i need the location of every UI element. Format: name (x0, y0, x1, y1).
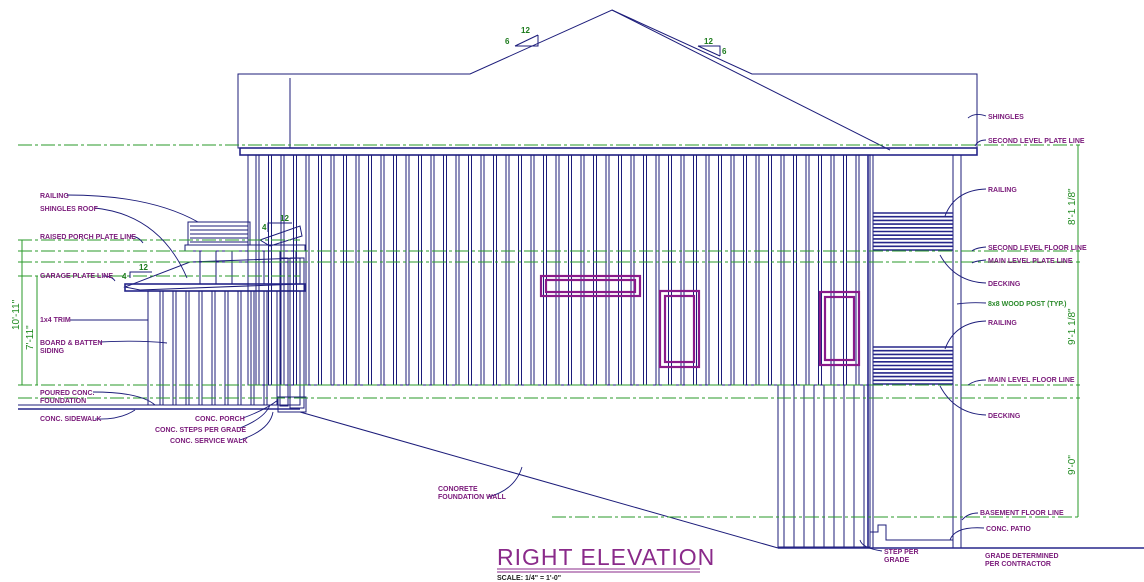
slope-markers: 6 12 12 6 4 12 4 12 (122, 26, 727, 281)
label-porch: CONC. PORCH (195, 416, 245, 423)
label-steps: CONC. STEPS PER GRADE (155, 427, 246, 434)
label-patio: CONC. PATIO (986, 526, 1031, 533)
label-siding: SIDING (40, 348, 65, 355)
drawing-title: RIGHT ELEVATION (497, 544, 715, 570)
dim-left-garage: 7'-11" (25, 325, 36, 350)
label-railing-upper: RAILING (988, 187, 1017, 194)
label-second-level-floor-line: SECOND LEVEL FLOOR LINE (988, 245, 1087, 252)
board-batten-siding (247, 154, 871, 548)
label-trim: 1x4 TRIM (40, 317, 71, 324)
label-main-level-plate-line: MAIN LEVEL PLATE LINE (988, 258, 1073, 265)
dim-right-basement: 9'-0" (1067, 455, 1078, 475)
label-poured-conc: POURED CONC. (40, 390, 95, 397)
label-garage-plate-line: GARAGE PLATE LINE (40, 273, 113, 280)
label-grade: GRADE (884, 557, 910, 564)
label-foundation-wall-1: CONORETE (438, 486, 478, 493)
svg-text:12: 12 (521, 26, 530, 35)
label-basement-floor-line: BASEMENT FLOOR LINE (980, 510, 1064, 517)
label-decking-lower: DECKING (988, 413, 1021, 420)
window-tall-2 (818, 290, 861, 367)
window-tall-1 (658, 289, 701, 369)
label-decking-upper: DECKING (988, 281, 1021, 288)
grade (18, 396, 1144, 549)
lower-railing (873, 346, 953, 385)
svg-text:4: 4 (122, 272, 127, 281)
upper-railing (873, 212, 953, 251)
label-foundation-wall-2: FOUNDATION WALL (438, 494, 507, 501)
label-service-walk: CONC. SERVICE WALK (170, 438, 248, 445)
label-board-batten: BOARD & BATTEN (40, 340, 102, 347)
label-second-level-plate-line: SECOND LEVEL PLATE LINE (988, 138, 1085, 145)
svg-text:12: 12 (280, 214, 289, 223)
window-horizontal (539, 274, 642, 298)
raised-porch (184, 221, 306, 284)
title-block: RIGHT ELEVATION SCALE: 1/4" = 1'-0" (497, 544, 715, 582)
deck (867, 155, 962, 548)
svg-text:6: 6 (722, 47, 727, 56)
main-roof (237, 9, 978, 156)
dim-right-upper: 8'-1 1/8" (1067, 188, 1078, 225)
leader-lines (66, 113, 987, 552)
label-railing-lower: RAILING (988, 320, 1017, 327)
label-raised-porch-plate-line: RAISED PORCH PLATE LINE (40, 234, 136, 241)
svg-text:4: 4 (262, 223, 267, 232)
dimension-lines: 10'-11" 7'-11" 8'-1 1/8" 9'-1 1/8" 9'-0" (11, 145, 1079, 517)
label-railing: RAILING (40, 193, 69, 200)
label-grade-determined: GRADE DETERMINED (985, 553, 1059, 560)
label-per-contractor: PER CONTRACTOR (985, 561, 1051, 568)
svg-text:12: 12 (139, 263, 148, 272)
left-annotations: RAILING SHINGLES ROOF RAISED PORCH PLATE… (40, 193, 507, 501)
svg-text:6: 6 (505, 37, 510, 46)
svg-text:12: 12 (704, 37, 713, 46)
dim-right-main: 9'-1 1/8" (1067, 308, 1078, 345)
right-annotations: SHINGLES SECOND LEVEL PLATE LINE RAILING… (884, 114, 1087, 568)
label-foundation: FOUNDATION (40, 398, 86, 405)
dim-left-overall: 10'-11" (11, 299, 22, 330)
label-shingles-roof: SHINGLES ROOF (40, 206, 99, 213)
label-wood-post: 8x8 WOOD POST (TYP.) (988, 301, 1066, 308)
windows (539, 274, 861, 369)
label-main-level-floor-line: MAIN LEVEL FLOOR LINE (988, 377, 1075, 384)
drawing-scale: SCALE: 1/4" = 1'-0" (497, 575, 561, 582)
label-step-per: STEP PER (884, 549, 919, 556)
label-sidewalk: CONC. SIDEWALK (40, 416, 101, 423)
level-lines (18, 144, 1080, 518)
garage (123, 257, 306, 409)
label-shingles: SHINGLES (988, 114, 1024, 121)
